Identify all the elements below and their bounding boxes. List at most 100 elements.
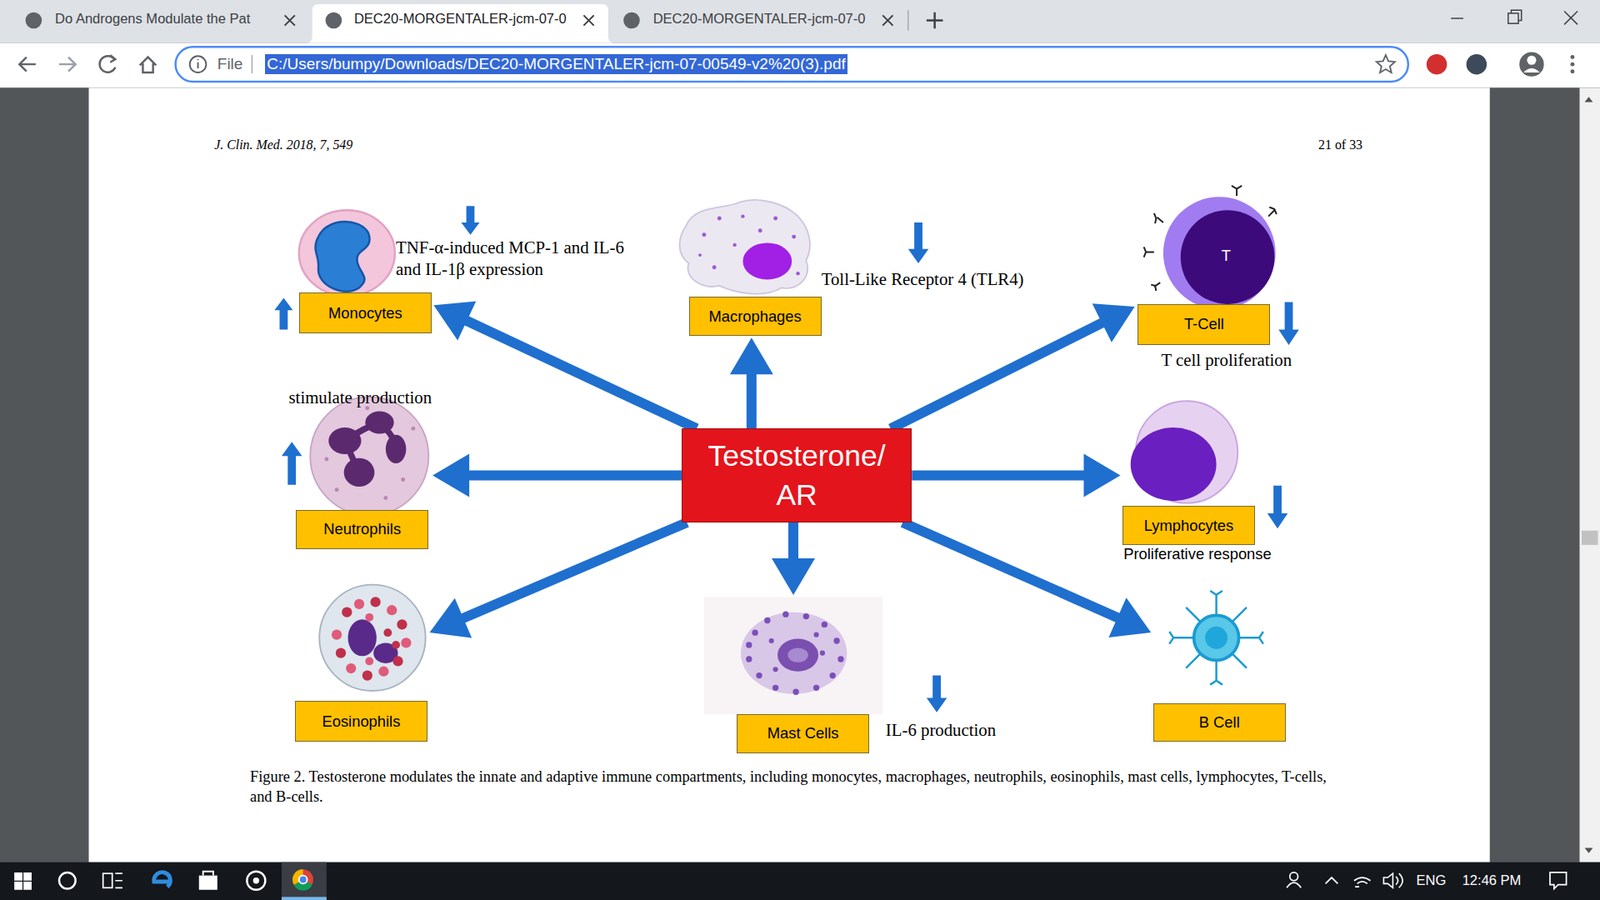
neutrophil-cell [400,477,405,482]
mast-cell [704,596,883,715]
macrophage-cell [701,232,706,237]
taskbar [1286,882,1301,888]
toolbar [190,55,207,73]
change-arrow [1278,301,1299,345]
change-arrow [926,675,947,713]
taskbar [281,896,327,900]
pdf-viewer [1585,96,1594,853]
pdf-viewer [0,87,1600,862]
cell-name: T-Cell [1184,315,1225,334]
macrophage-cell [773,216,778,221]
pdf-viewer [0,87,1600,862]
connector-shaft [746,366,757,429]
eosinophil-cell [391,640,400,650]
taskbar [23,881,32,890]
macrophage-cell [758,228,763,233]
cell-group: Mast Cells [701,595,885,755]
taskbar [59,872,76,890]
eosinophil-cell [365,613,374,622]
tab-strip [1564,10,1578,25]
taskbar [1354,877,1371,887]
mast-cell [740,612,847,695]
annotation: stimulate production [289,386,433,409]
toolbar [197,59,200,69]
eosinophil-cell [396,619,407,630]
eosinophil-cell [362,670,373,680]
taskbar [23,872,32,881]
arrow-head [432,454,470,498]
language-indicator: ENG [1416,872,1447,890]
toolbar [110,55,115,63]
cell-group: B Cell [1150,581,1288,745]
monocyte-cell [299,210,395,296]
taskbar [299,875,308,885]
journal-header: J. Clin. Med. 2018, 7, 549 [214,136,353,154]
connector-shaft [911,470,1091,481]
annotation: Toll-Like Receptor 4 (TLR4) [821,268,1025,290]
tab-strip [305,4,615,44]
eosinophil-cell [392,655,403,666]
change-arrow [281,441,302,485]
annotation: Proliferative response [1123,545,1272,565]
cell-group: T-Cell [1135,191,1285,347]
eosinophil-cell [335,648,346,659]
connector-arrow [771,522,815,595]
neutrophil-cell [344,458,375,487]
mast-cell [813,685,820,691]
cell-label-box: T-Cell [1137,304,1270,345]
arrow-head [430,598,473,639]
cell-label-box: Monocytes [299,292,432,334]
eosinophil-cell [341,607,352,618]
toolbar [0,42,1600,88]
toolbar [1466,54,1487,75]
annotation: T cell proliferation [1160,349,1292,371]
toolbar [1426,54,1447,75]
eosinophil-cell [370,596,380,607]
mast-cell [782,610,789,617]
eosinophil-cell [386,605,397,615]
arrow-head [433,300,476,340]
change-arrow [460,205,480,235]
tab-strip [325,12,343,30]
taskbar [246,871,265,890]
mast-cell [830,672,836,679]
macrophage-cell [740,214,745,218]
mast-cell [751,630,758,636]
cell-name: Macrophages [708,307,801,326]
connector-arrow [730,337,774,429]
neutrophil-cell [385,435,406,464]
neutrophil-cell [328,427,361,455]
mast-cell [745,655,752,662]
connector-shaft [890,320,1109,430]
b-cell [1169,590,1264,685]
t-cell [1180,210,1275,305]
mast-cell [814,632,820,638]
annotation: IL-6 production [885,719,996,741]
tab-strip [907,10,909,30]
connector-arrow [902,522,1151,638]
tab-strip [623,12,640,30]
tab-title: DEC20-MORGENTALER-jcm-07-0 [653,10,866,29]
cell-letter: T [1221,246,1231,266]
neutrophil-cell [335,487,340,492]
tab-strip [0,0,1600,43]
cell-name: Lymphocytes [1144,516,1235,535]
hormone-label: Testosterone/ AR [689,436,905,514]
macrophage-cell [795,271,800,275]
t-cell [1144,185,1277,310]
eosinophil-cell [319,585,425,691]
mast-cell [704,596,883,715]
taskbar [1290,872,1299,881]
hormone-box: Testosterone/ AR [681,428,912,523]
taskbar [199,875,218,890]
annotation: TNF-α-induced MCP-1 and IL-6 and IL-1β e… [395,236,646,280]
eosinophil-cell [319,585,425,691]
macrophage-cell [791,235,796,240]
cell-group: Macrophages [676,195,822,338]
cell-group: Lymphocytes [1120,395,1257,547]
cell-name: B Cell [1199,713,1240,732]
arrow-head [1092,303,1135,343]
taskbar [14,872,23,881]
toolbar [1526,55,1536,65]
tab-strip [0,0,1600,43]
